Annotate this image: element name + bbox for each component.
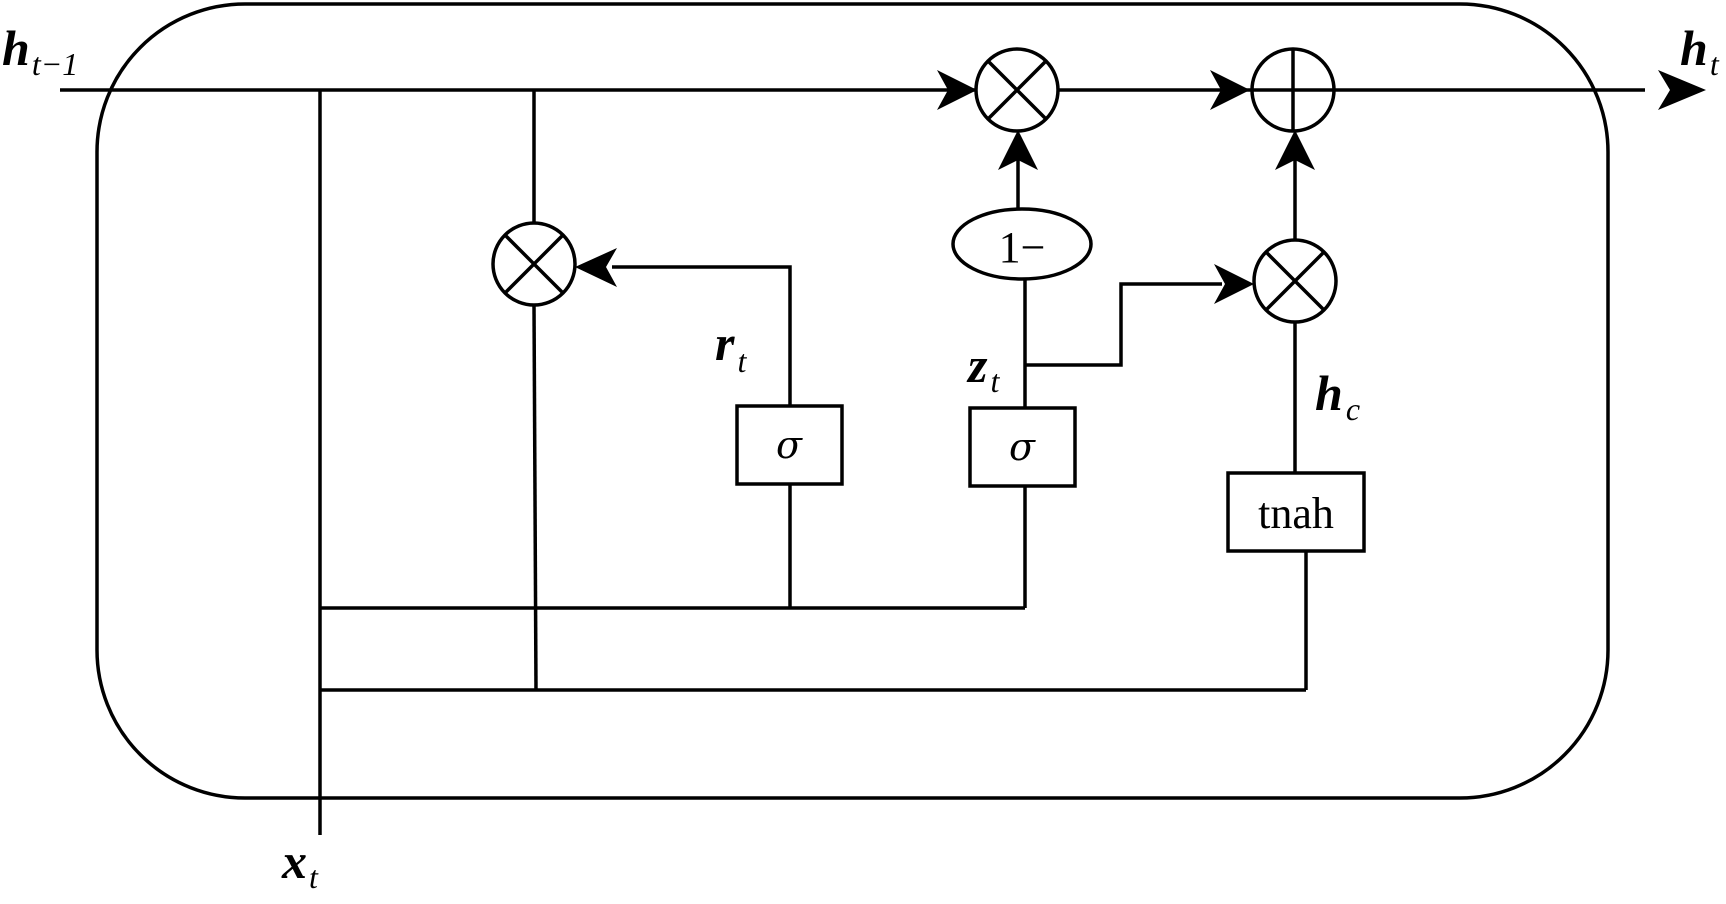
reset-multiply-down — [532, 304, 538, 691]
one-minus-node — [951, 207, 1093, 281]
h-prev-label: ht−1 — [2, 20, 78, 82]
update-to-candidate-multiply-path — [1025, 282, 1222, 367]
arrow-up-to-top-multiply — [998, 130, 1038, 170]
h-t-label: ht — [1680, 20, 1720, 82]
arrow-to-add — [1210, 70, 1250, 110]
update-gate-box — [968, 406, 1077, 488]
candidate-symbol: tnah — [1258, 489, 1334, 538]
arrow-up-to-add — [1275, 130, 1315, 170]
reset-gate-label: rt — [715, 315, 747, 379]
add-node — [1250, 47, 1336, 133]
arrow-to-candidate-multiply — [1214, 264, 1254, 304]
top-multiply-node — [974, 47, 1060, 133]
candidate-multiply-node — [1252, 238, 1338, 324]
reset-gate-output-path — [612, 265, 792, 406]
arrow-to-top-multiply — [937, 70, 977, 110]
candidate-label: hc — [1315, 365, 1360, 427]
reset-gate-symbol: σ — [776, 423, 803, 467]
one-minus-label: 1− — [999, 223, 1046, 272]
cell-boundary — [95, 2, 1610, 800]
reset-multiply-node — [491, 221, 577, 307]
reset-gate-box — [735, 404, 844, 486]
arrow-to-reset-multiply — [575, 248, 617, 287]
x-t-label: xt — [281, 833, 319, 895]
update-gate-label: zt — [966, 337, 1000, 399]
arrow-output — [1658, 70, 1706, 110]
update-gate-symbol: σ — [1009, 425, 1036, 469]
